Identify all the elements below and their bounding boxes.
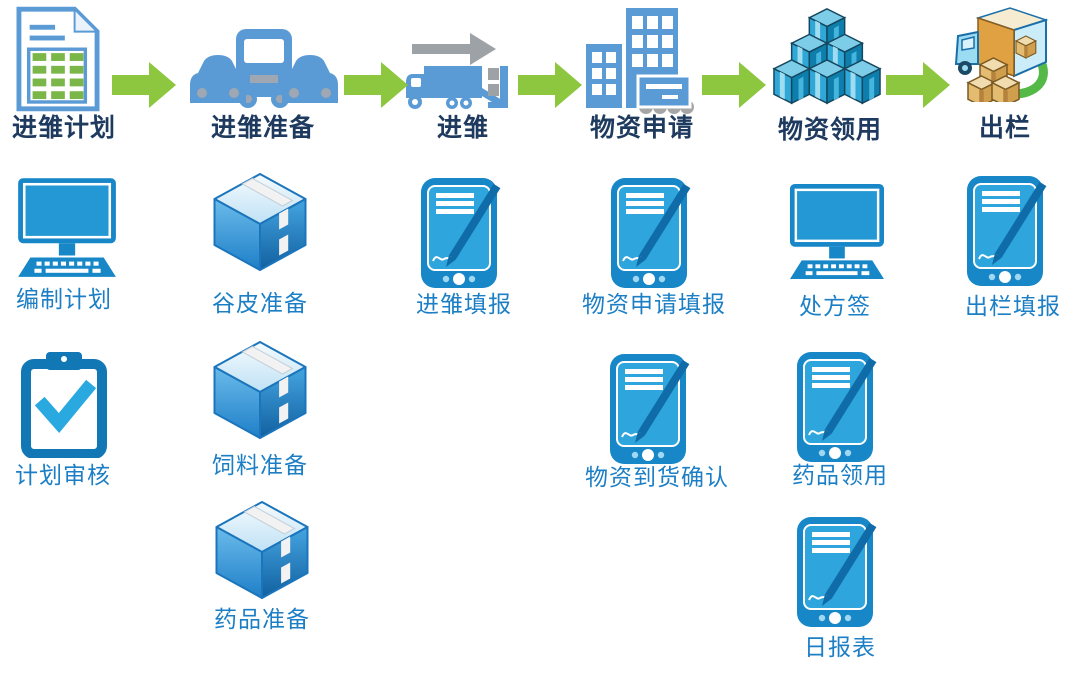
item-label-medicine-issue: 药品领用 [792,463,888,489]
box-3d-icon [212,172,308,272]
item-label-prescription: 处方签 [799,294,871,320]
item-label-daily-report: 日报表 [804,635,876,661]
vehicle-fleet-icon [188,26,340,112]
document-table-icon [16,4,100,114]
stage-label-chick-prep: 进雏准备 [210,113,316,142]
clipboard-check-icon [20,350,108,458]
stage-label-material-request: 物资申请 [589,113,695,142]
item-label-plan-compilation: 编制计划 [16,287,112,313]
tablet-pen-icon [793,350,885,464]
tablet-pen-icon [606,352,698,466]
item-label-chick-entry-report: 进雏填报 [416,292,512,318]
stage-label-material-issue: 物资领用 [777,115,883,144]
stage-label-chick-plan: 进雏计划 [11,113,117,142]
item-label-material-arrival-confirm: 物资到货确认 [585,465,729,491]
flow-arrow-icon [518,62,582,108]
item-label-medicine-prep: 药品准备 [214,607,310,633]
stacked-boxes-icon [772,6,882,106]
stage-label-chick-entry: 进雏 [436,113,490,142]
truck-loading-icon [404,24,516,114]
box-3d-icon [214,500,310,600]
flow-arrow-icon [112,62,176,108]
box-3d-icon [212,340,308,440]
item-label-plan-review: 计划审核 [15,463,111,489]
item-label-material-request-report: 物资申请填报 [582,292,726,318]
flow-arrow-icon [702,62,766,108]
tablet-pen-icon [607,176,699,290]
delivery-truck-icon [950,2,1054,102]
desktop-computer-icon [782,184,890,280]
item-label-husk-prep: 谷皮准备 [212,291,308,317]
flow-arrow-icon [344,62,408,108]
tablet-pen-icon [417,176,509,290]
tablet-pen-icon [963,174,1055,288]
desktop-computer-icon [10,178,122,278]
stage-label-out-pen: 出栏 [978,113,1032,142]
item-label-feed-prep: 饲料准备 [212,453,308,479]
tablet-pen-icon [793,515,885,629]
flow-arrow-icon [886,62,950,108]
buildings-icon [584,2,694,114]
item-label-out-pen-report: 出栏填报 [965,294,1061,320]
